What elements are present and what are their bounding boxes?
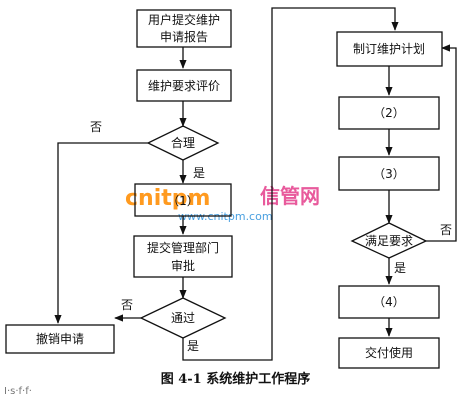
node-approved: 通过 <box>139 297 227 339</box>
node-step2: （2） <box>338 96 440 130</box>
node-step4-label: （4） <box>373 295 405 309</box>
node-step3-label: （3） <box>373 167 405 181</box>
edge-reasonable-no <box>54 142 148 324</box>
node-approved-label: 通过 <box>171 311 195 325</box>
watermark: cnitpm 信管网 www.cnitpm.com <box>125 184 320 223</box>
node-meets-req-label: 满足要求 <box>365 234 413 248</box>
node-submit-request: 用户提交维护 申请报告 <box>136 9 232 48</box>
node-reasonable: 合理 <box>146 125 220 161</box>
node-meets-req: 满足要求 <box>350 222 428 259</box>
edge-approved-yes <box>182 7 399 361</box>
edge-label-reasonable-no: 否 <box>90 120 102 134</box>
node-reasonable-label: 合理 <box>171 135 195 150</box>
node-mgmt-approval-line1: 提交管理部门 <box>147 240 219 255</box>
edge-label-meets-yes: 是 <box>394 261 406 275</box>
node-step1-label: （1） <box>167 194 199 208</box>
node-submit-request-line1: 用户提交维护 <box>148 12 220 27</box>
node-mgmt-approval-line2: 审批 <box>171 258 195 273</box>
node-plan: 制订维护计划 <box>336 31 443 67</box>
node-deliver: 交付使用 <box>338 337 440 369</box>
node-step1: （1） <box>134 183 232 217</box>
figure-caption: 图 4-1 系统维护工作程序 <box>160 372 311 387</box>
node-step3: （3） <box>338 156 440 191</box>
edge-label-approved-yes: 是 <box>187 339 199 353</box>
node-step4: （4） <box>338 285 440 319</box>
edge-meets-no <box>426 44 457 242</box>
edge-label-meets-no: 否 <box>440 223 452 237</box>
watermark-cn: 信管网 <box>260 184 320 208</box>
node-evaluate: 维护要求评价 <box>136 69 232 102</box>
node-step2-label: （2） <box>373 106 405 120</box>
node-cancel: 撤销申请 <box>5 324 115 354</box>
node-submit-request-line2: 申请报告 <box>160 29 208 44</box>
node-plan-label: 制订维护计划 <box>353 42 425 56</box>
corner-scan-text: I·s·f·f· <box>4 386 32 397</box>
watermark-brand: cnitpm <box>125 186 210 211</box>
node-evaluate-label: 维护要求评价 <box>148 79 220 93</box>
node-deliver-label: 交付使用 <box>365 345 413 360</box>
node-mgmt-approval: 提交管理部门 审批 <box>133 235 233 278</box>
node-cancel-label: 撤销申请 <box>36 331 84 346</box>
edge-label-reasonable-yes: 是 <box>193 166 205 180</box>
edge-label-approved-no: 否 <box>121 298 133 312</box>
